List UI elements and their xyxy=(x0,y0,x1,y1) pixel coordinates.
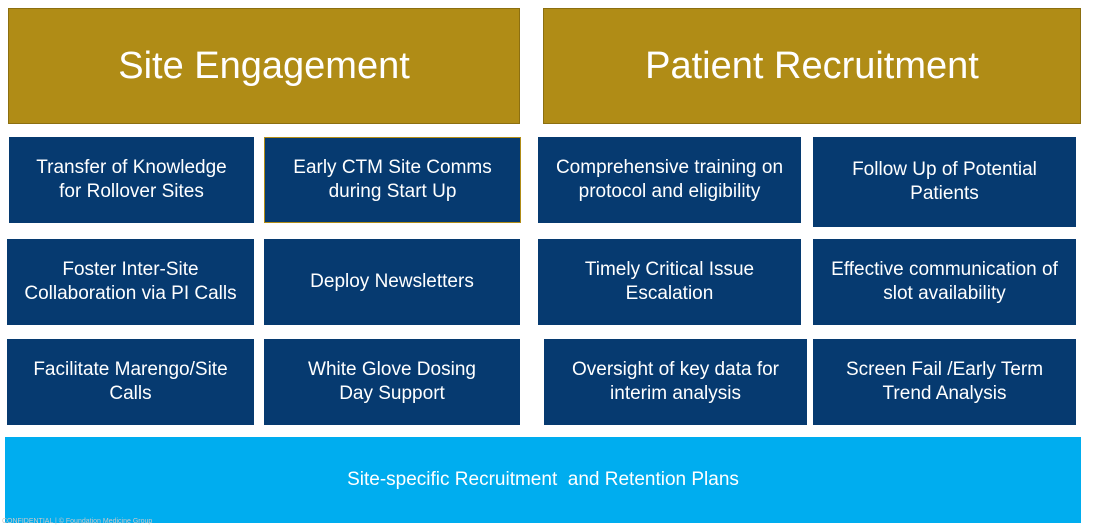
screen-fail-trend-box: Screen Fail /Early Term Trend Analysis xyxy=(813,339,1076,425)
foster-collaboration-box: Foster Inter-Site Collaboration via PI C… xyxy=(7,239,254,325)
slot-availability-box: Effective communication of slot availabi… xyxy=(813,239,1076,325)
confidential-footnote: CONFIDENTIAL | © Foundation Medicine Gro… xyxy=(2,518,153,525)
transfer-knowledge-box: Transfer of Knowledge for Rollover Sites xyxy=(9,137,254,223)
facilitate-calls-box: Facilitate Marengo/Site Calls xyxy=(7,339,254,425)
site-engagement-header: Site Engagement xyxy=(8,8,520,124)
oversight-key-data-box: Oversight of key data for interim analys… xyxy=(544,339,807,425)
retention-plans-banner: Site-specific Recruitment and Retention … xyxy=(5,437,1081,523)
early-ctm-comms-box: Early CTM Site Comms during Start Up xyxy=(264,137,521,223)
deploy-newsletters-box: Deploy Newsletters xyxy=(264,239,520,325)
follow-up-patients-box: Follow Up of Potential Patients xyxy=(813,137,1076,227)
white-glove-box: White Glove Dosing Day Support xyxy=(264,339,520,425)
comprehensive-training-box: Comprehensive training on protocol and e… xyxy=(538,137,801,223)
critical-issue-escalation-box: Timely Critical Issue Escalation xyxy=(538,239,801,325)
patient-recruitment-header: Patient Recruitment xyxy=(543,8,1081,124)
